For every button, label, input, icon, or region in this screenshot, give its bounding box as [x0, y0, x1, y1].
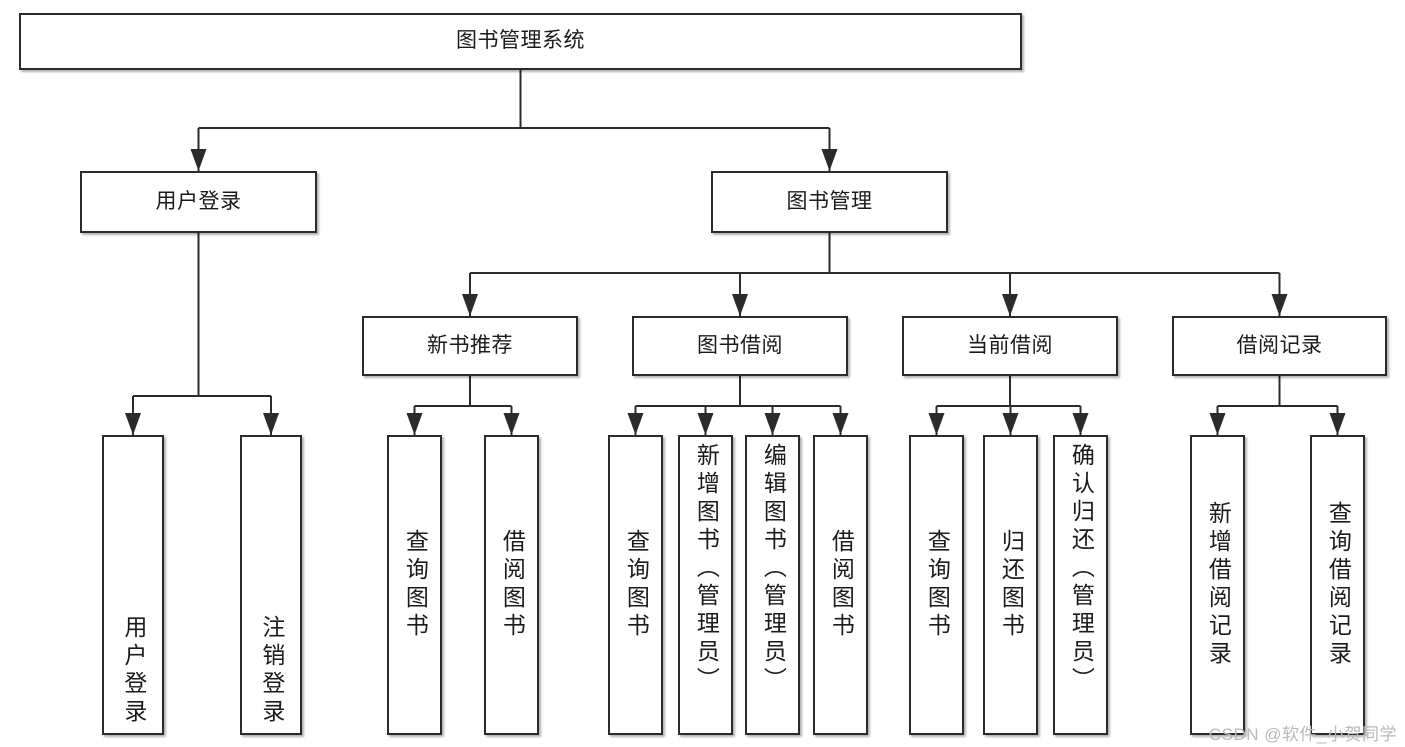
- node-label: 当前借阅: [967, 333, 1053, 357]
- node-label: 图书管理: [786, 189, 873, 213]
- node-label: 查询图书: [623, 529, 650, 641]
- node-current[interactable]: 当前借阅: [902, 316, 1118, 376]
- arrowhead-icon: [764, 413, 781, 435]
- node-label: 查询图书: [924, 529, 951, 641]
- watermark: CSDN @软件_小贺同学: [1208, 725, 1397, 744]
- node-label: 用户登录: [120, 615, 147, 727]
- arrowhead-icon: [1209, 413, 1226, 435]
- arrowhead-icon: [190, 149, 207, 171]
- arrowhead-icon: [1329, 413, 1346, 435]
- arrowhead-icon: [1271, 294, 1288, 316]
- node-newbook[interactable]: 新书推荐: [362, 316, 578, 376]
- arrowhead-icon: [263, 413, 279, 435]
- node-l-q1[interactable]: 查询图书: [387, 435, 442, 735]
- node-root[interactable]: 图书管理系统: [19, 13, 1022, 70]
- node-label: 归还图书: [998, 529, 1025, 641]
- node-l-addrec[interactable]: 新增借阅记录: [1190, 435, 1245, 735]
- node-login[interactable]: 用户登录: [80, 171, 317, 233]
- node-l-b1[interactable]: 借阅图书: [484, 435, 539, 735]
- node-label: 编辑图书（管理员）: [760, 443, 787, 695]
- arrowhead-icon: [627, 413, 644, 435]
- node-label: 查询借阅记录: [1325, 501, 1352, 669]
- node-records[interactable]: 借阅记录: [1172, 316, 1387, 376]
- node-l-qryrec[interactable]: 查询借阅记录: [1310, 435, 1365, 735]
- node-label: 借阅记录: [1236, 333, 1323, 357]
- arrowhead-icon: [406, 413, 423, 435]
- node-l-b2[interactable]: 借阅图书: [813, 435, 868, 735]
- node-label: 用户登录: [155, 189, 242, 213]
- node-l-q3[interactable]: 查询图书: [909, 435, 964, 735]
- arrowhead-icon: [1002, 294, 1018, 316]
- arrowhead-icon: [125, 413, 141, 435]
- node-l-edit[interactable]: 编辑图书（管理员）: [745, 435, 800, 735]
- node-label: 新增借阅记录: [1205, 501, 1232, 669]
- node-label: 图书借阅: [697, 333, 783, 357]
- node-l-add[interactable]: 新增图书（管理员）: [678, 435, 733, 735]
- node-label: 图书管理系统: [456, 29, 585, 53]
- node-label: 查询图书: [402, 529, 429, 641]
- arrowhead-icon: [1002, 413, 1019, 435]
- node-label: 注销登录: [258, 615, 285, 727]
- node-l-login[interactable]: 用户登录: [102, 435, 164, 735]
- arrowhead-icon: [503, 413, 520, 435]
- node-bookmgmt[interactable]: 图书管理: [711, 171, 948, 233]
- arrowhead-icon: [697, 413, 714, 435]
- arrowhead-icon: [928, 413, 945, 435]
- node-borrow[interactable]: 图书借阅: [632, 316, 848, 376]
- node-l-logout[interactable]: 注销登录: [240, 435, 302, 735]
- node-l-return[interactable]: 归还图书: [983, 435, 1038, 735]
- arrowhead-icon: [832, 413, 849, 435]
- node-label: 新增图书（管理员）: [693, 443, 720, 695]
- arrowhead-icon: [821, 149, 838, 171]
- node-label: 借阅图书: [828, 529, 855, 641]
- arrowhead-icon: [732, 294, 748, 316]
- node-label: 确认归还（管理员）: [1068, 443, 1095, 695]
- node-label: 新书推荐: [427, 333, 513, 357]
- arrowhead-icon: [1072, 413, 1089, 435]
- arrowhead-icon: [462, 294, 478, 316]
- node-l-q2[interactable]: 查询图书: [608, 435, 663, 735]
- node-l-confirm[interactable]: 确认归还（管理员）: [1053, 435, 1108, 735]
- node-label: 借阅图书: [499, 529, 526, 641]
